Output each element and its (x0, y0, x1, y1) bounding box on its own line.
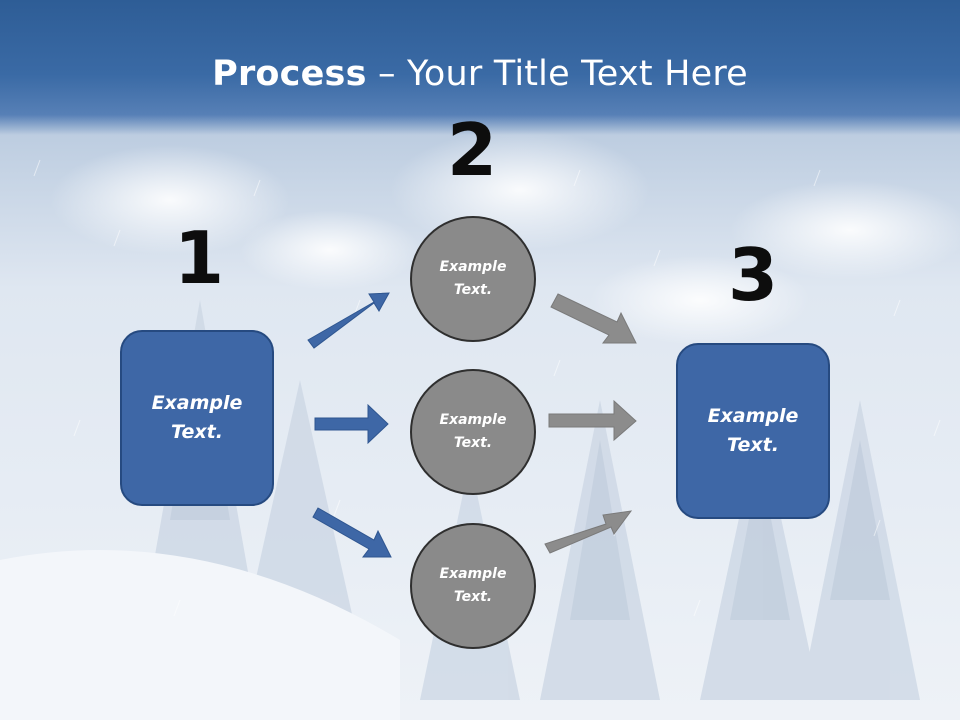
arrow-box1-to-circle-top (307, 292, 390, 349)
circle-bottom: Example Text. (410, 523, 536, 649)
circle-middle: Example Text. (410, 369, 536, 495)
circle-top-text: Example Text. (439, 259, 507, 298)
title-band (0, 0, 960, 135)
step-1-text: Example Text. (151, 392, 243, 443)
circle-middle-text: Example Text. (439, 412, 507, 451)
arrow-circle-bottom-to-box3 (544, 510, 633, 554)
step-1-box: Example Text. (120, 330, 274, 506)
arrow-box1-to-circle-middle (314, 403, 389, 445)
title-rest: – Your Title Text Here (366, 54, 748, 94)
step-number-1: 1 (173, 216, 225, 300)
step-number-2: 2 (446, 108, 498, 192)
step-3-box: Example Text. (676, 343, 830, 519)
circle-top: Example Text. (410, 216, 536, 342)
step-number-3: 3 (727, 233, 779, 317)
arrow-circle-middle-to-box3 (548, 399, 637, 442)
arrow-box1-to-circle-bottom (312, 507, 392, 558)
arrow-circle-top-to-box3 (550, 293, 637, 344)
step-3-text: Example Text. (707, 405, 799, 456)
title-bold: Process (212, 54, 367, 94)
slide-title: Process – Your Title Text Here (0, 52, 960, 96)
circle-bottom-text: Example Text. (439, 566, 507, 605)
